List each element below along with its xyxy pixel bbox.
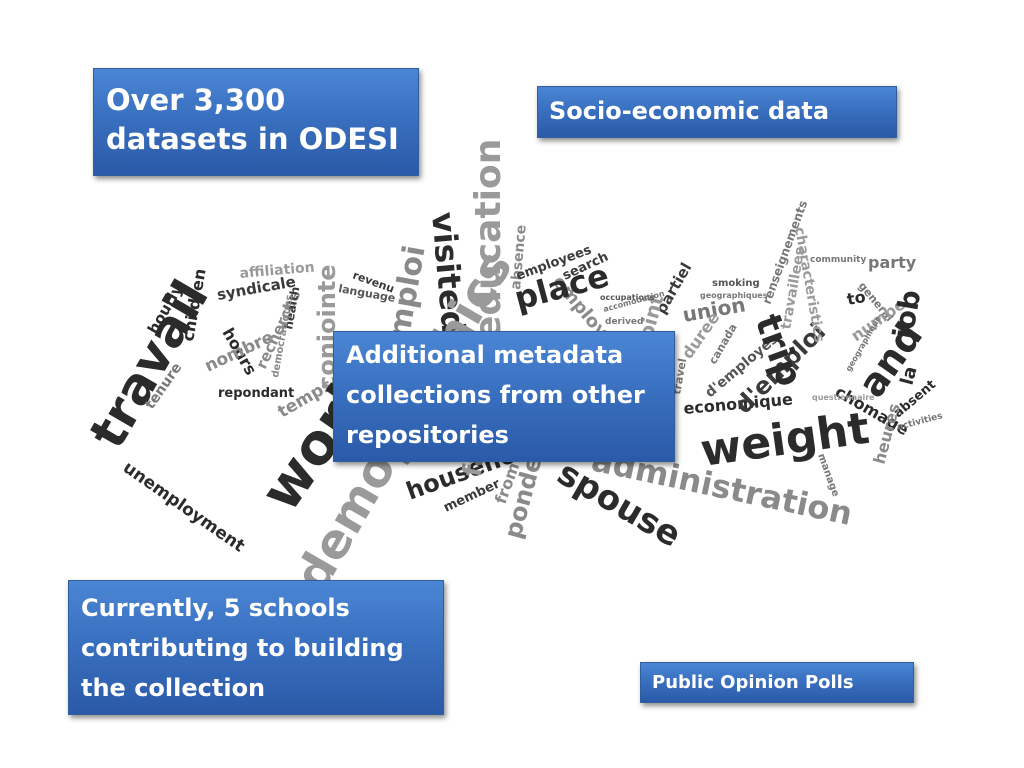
word-cloud-word: la [897,364,922,387]
datasets-callout: Over 3,300 datasets in ODESI [93,68,419,176]
word-cloud-word: occupations [600,293,655,302]
word-cloud-word: geographiques [700,291,768,300]
additional-callout-line3: repositories [346,421,509,449]
word-cloud-word: absence [508,224,530,290]
socio-economic-callout-text: Socio-economic data [549,97,830,125]
schools-callout-line3: the collection [81,674,266,702]
word-cloud-word: questionnaire [812,393,875,402]
additional-callout-line1: Additional metadata [346,341,624,369]
public-opinion-polls-callout: Public Opinion Polls [640,662,914,703]
datasets-callout-line1: Over 3,300 [106,83,286,117]
word-cloud-word: party [868,253,917,272]
additional-collections-callout: Additional metadata collections from oth… [333,331,675,462]
word-cloud-word: smoking [712,278,760,289]
additional-callout-line2: collections from other [346,381,645,409]
word-cloud-word: education [468,139,509,340]
public-opinion-polls-text: Public Opinion Polls [652,672,854,693]
schools-callout-line1: Currently, 5 schools [81,594,350,622]
datasets-callout-line2: datasets in ODESI [106,122,399,156]
word-cloud-word: unemployment [119,458,248,557]
schools-callout-line2: contributing to building [81,634,404,662]
socio-economic-callout: Socio-economic data [537,86,897,138]
word-cloud-word: to [845,287,867,309]
word-cloud-word: affiliation [239,259,315,281]
word-cloud-word: community [810,255,866,265]
word-cloud-word: derived [605,317,643,327]
schools-callout: Currently, 5 schools contributing to bui… [68,580,444,715]
word-cloud-word: repondant [218,386,294,401]
